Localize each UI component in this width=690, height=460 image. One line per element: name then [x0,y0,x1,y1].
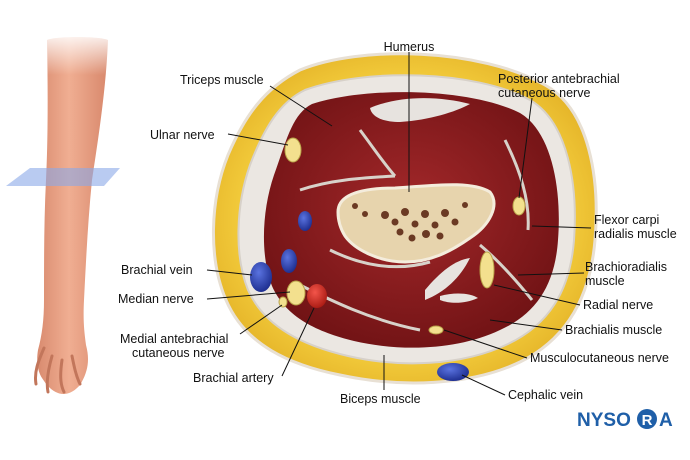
logo-text-suffix: A [659,410,673,431]
label-flexor-carpi-line1: Flexor carpi [594,213,659,227]
cross-section [211,52,598,385]
label-triceps-muscle: Triceps muscle [180,73,264,87]
label-medial-antebrachial-line1: Medial antebrachial [120,332,228,346]
label-radial-nerve: Radial nerve [583,298,653,312]
nysora-logo: NYSO R A [577,409,673,431]
tendon-highlight-top [370,98,470,122]
brachial-vein-medial [281,249,297,273]
forearm-top-fade [30,30,125,75]
musculocutaneous-nerve-bundle [428,325,444,335]
radial-nerve-bundle [479,251,495,289]
brachial-vein-upper [298,211,312,231]
label-medial-antebrachial-line2: cutaneous nerve [132,346,224,360]
label-ulnar-nerve: Ulnar nerve [150,128,215,142]
nerve-bundles [278,137,526,335]
label-flexor-carpi-line2: radialis muscle [594,227,677,241]
hand-fingers [34,346,82,394]
tendon-highlight-low [440,293,478,303]
label-brachial-artery: Brachial artery [193,371,274,385]
label-brachialis-muscle: Brachialis muscle [565,323,662,337]
label-posterior-antebrachial-line1: Posterior antebrachial [498,72,620,86]
logo-text-circle-letter: R [642,412,653,429]
label-posterior-antebrachial-line2: cutaneous nerve [498,86,590,100]
label-cephalic-vein: Cephalic vein [508,388,583,402]
label-median-nerve: Median nerve [118,292,194,306]
brachial-artery-vessel [307,284,327,308]
posterior-antebrachial-nerve-bundle [512,196,526,216]
humerus-marrow [352,202,468,242]
anatomy-labels: Humerus Triceps muscle Ulnar nerve Poste… [118,40,677,406]
label-brachioradialis-line1: Brachioradialis [585,260,667,274]
ulnar-nerve-bundle [284,137,302,163]
label-biceps-muscle: Biceps muscle [340,392,421,406]
label-humerus: Humerus [384,40,435,54]
median-nerve-bundle [286,280,306,306]
forearm-illustration [6,30,125,395]
logo-r-circle [637,409,657,429]
label-brachioradialis-line2: muscle [585,274,625,288]
cross-section-plane [6,168,120,186]
cephalic-vein-vessel [437,363,469,381]
forearm-skin [37,37,108,395]
label-musculocutaneous-nerve: Musculocutaneous nerve [530,351,669,365]
medial-antebrachial-nerve-bundle [278,296,288,308]
leader-lines [206,52,592,396]
tendon-highlight-right [425,258,470,300]
brachial-vein-lateral [250,262,272,292]
logo-text-prefix: NYSO [577,410,631,431]
label-brachial-vein: Brachial vein [121,263,193,277]
